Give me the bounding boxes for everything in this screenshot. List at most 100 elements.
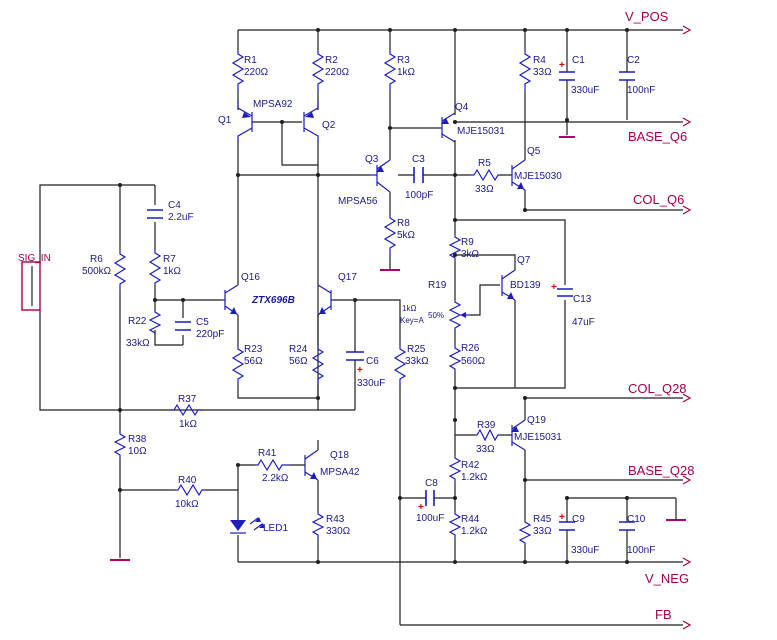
net-fb[interactable]: FB — [655, 607, 692, 630]
resistor-r1[interactable]: R1 220Ω — [231, 50, 269, 92]
capacitor-c8[interactable]: + C8 100uF — [416, 478, 444, 524]
capacitor-c8-plus: + — [418, 502, 424, 513]
sig-in-connector[interactable]: SIG_IN — [18, 253, 51, 311]
resistor-r43-value: 330Ω — [326, 526, 351, 537]
resistor-r25-ref: R25 — [407, 344, 426, 355]
transistor-q1[interactable]: Q1 MPSA92 — [218, 99, 293, 142]
capacitor-c1-value: 330uF — [571, 85, 599, 96]
transistor-q17[interactable]: Q17 — [317, 272, 357, 316]
net-v-neg[interactable]: V_NEG — [645, 557, 692, 586]
port-col-q28-arrow — [682, 393, 692, 403]
transistor-q17-ref: Q17 — [338, 272, 357, 283]
resistor-r41-ref: R41 — [258, 448, 277, 459]
resistor-r44[interactable]: R44 1.2kΩ — [448, 512, 488, 540]
resistor-r41[interactable]: R41 2.2kΩ — [255, 448, 290, 484]
capacitor-c3[interactable]: C3 100pF — [405, 154, 433, 201]
resistor-r42-value: 1.2kΩ — [461, 472, 488, 483]
resistor-r43[interactable]: R43 330Ω — [311, 512, 351, 540]
resistor-r4-ref: R4 — [533, 55, 546, 66]
resistor-r19-ref: R19 — [428, 280, 447, 291]
capacitor-c6-plus: + — [357, 365, 363, 376]
resistor-r45[interactable]: R45 33Ω — [518, 514, 552, 545]
resistor-r40[interactable]: R40 10kΩ — [175, 475, 205, 510]
net-v-pos[interactable]: V_POS — [625, 9, 692, 35]
resistor-r38-ref: R38 — [128, 434, 147, 445]
transistor-q1-part: MPSA92 — [253, 99, 293, 110]
resistor-r43-ref: R43 — [326, 514, 345, 525]
resistor-r23-value: 56Ω — [244, 356, 263, 367]
port-v-neg-arrow — [682, 557, 692, 567]
resistor-r8-value: 5kΩ — [397, 230, 416, 241]
resistor-r26[interactable]: R26 560Ω — [448, 343, 486, 372]
resistor-r42[interactable]: R42 1.2kΩ — [448, 455, 488, 485]
capacitor-c13-plus: + — [551, 282, 557, 293]
resistor-r5[interactable]: R5 33Ω — [470, 158, 500, 195]
resistor-r3[interactable]: R3 1kΩ — [383, 50, 416, 92]
resistor-r9[interactable]: R9 3kΩ — [448, 235, 480, 262]
capacitor-c4[interactable]: C4 2.2uF — [147, 200, 194, 223]
resistor-r38[interactable]: R38 10Ω — [113, 432, 147, 460]
resistor-r8[interactable]: R8 5kΩ — [383, 215, 416, 255]
resistor-r8-ref: R8 — [397, 218, 410, 229]
capacitor-c6[interactable]: + C6 330uF — [346, 345, 385, 389]
capacitor-c10-ref: C10 — [627, 514, 646, 525]
capacitor-c6-value: 330uF — [357, 378, 385, 389]
capacitor-c1-ref: C1 — [572, 55, 585, 66]
capacitor-c2-value: 100nF — [627, 85, 655, 96]
resistor-r40-ref: R40 — [178, 475, 197, 486]
resistor-r4[interactable]: R4 33Ω — [518, 50, 552, 92]
transistor-q18[interactable]: Q18 MPSA42 — [304, 449, 360, 481]
resistor-r39[interactable]: R39 33Ω — [475, 420, 500, 455]
resistor-r3-value: 1kΩ — [397, 67, 416, 78]
capacitor-c4-value: 2.2uF — [168, 212, 194, 223]
transistor-q4[interactable]: Q4 MJE15031 — [440, 102, 505, 143]
port-base-q28-arrow — [682, 475, 692, 485]
net-base-q28-label: BASE_Q28 — [628, 463, 695, 478]
resistor-r7[interactable]: R7 1kΩ — [148, 250, 182, 285]
resistor-r23[interactable]: R23 56Ω — [231, 344, 263, 385]
capacitor-c2-ref: C2 — [627, 55, 640, 66]
resistor-r19-value: 1kΩ — [402, 304, 416, 313]
resistor-r24[interactable]: R24 56Ω — [289, 344, 325, 385]
capacitor-c1[interactable]: + C1 330uF — [559, 55, 599, 96]
transistor-q7[interactable]: Q7 BD139 — [501, 255, 541, 301]
transistor-q16[interactable]: Q16 ZTX696B — [222, 272, 295, 316]
capacitor-c9-ref: C9 — [572, 514, 585, 525]
led-led1[interactable]: LED1 — [230, 517, 288, 534]
port-col-q6-arrow — [682, 205, 692, 215]
transistor-q3[interactable]: Q3 MPSA56 — [338, 154, 391, 207]
transistor-q19[interactable]: Q19 MJE15031 — [511, 415, 562, 451]
capacitor-c4-ref: C4 — [168, 200, 181, 211]
resistor-r26-value: 560Ω — [461, 356, 486, 367]
resistor-r25[interactable]: R25 33kΩ — [393, 344, 429, 385]
net-col-q6[interactable]: COL_Q6 — [633, 192, 692, 215]
transistor-q2[interactable]: Q2 — [303, 100, 336, 142]
capacitor-c2[interactable]: C2 100nF — [619, 55, 655, 96]
resistor-r37-value: 1kΩ — [179, 419, 198, 430]
resistor-r38-value: 10Ω — [128, 446, 147, 457]
capacitor-c3-ref: C3 — [412, 154, 425, 165]
transistor-q19-part: MJE15031 — [514, 432, 562, 443]
resistor-r6[interactable]: R6 500kΩ — [82, 250, 127, 290]
net-v-neg-label: V_NEG — [645, 571, 689, 586]
resistor-r37[interactable]: R37 1kΩ — [170, 394, 202, 430]
transistor-q18-ref: Q18 — [330, 450, 349, 461]
capacitor-c6-ref: C6 — [366, 356, 379, 367]
resistor-r6-ref: R6 — [90, 254, 103, 265]
capacitor-c10[interactable]: C10 100nF — [619, 512, 655, 556]
resistor-r22-ref: R22 — [128, 316, 147, 327]
led-led1-ref: LED1 — [263, 523, 288, 534]
capacitor-c9[interactable]: + C9 330uF — [559, 512, 599, 556]
net-col-q28[interactable]: COL_Q28 — [628, 381, 692, 403]
transistor-q5[interactable]: Q5 MJE15030 — [511, 146, 562, 191]
resistor-r2[interactable]: R2 220Ω — [311, 50, 350, 92]
capacitor-c5[interactable]: C5 220pF — [175, 317, 224, 340]
net-base-q28[interactable]: BASE_Q28 — [628, 463, 695, 485]
capacitor-c13[interactable]: + C13 47uF — [551, 282, 595, 328]
resistor-r19-trimmer[interactable]: R19 1kΩ Key=A 50% — [400, 280, 470, 330]
port-v-pos-arrow — [682, 25, 692, 35]
resistor-r22[interactable]: R22 33kΩ — [126, 310, 162, 349]
resistor-r40-value: 10kΩ — [175, 499, 199, 510]
net-base-q6[interactable]: BASE_Q6 — [628, 117, 692, 144]
